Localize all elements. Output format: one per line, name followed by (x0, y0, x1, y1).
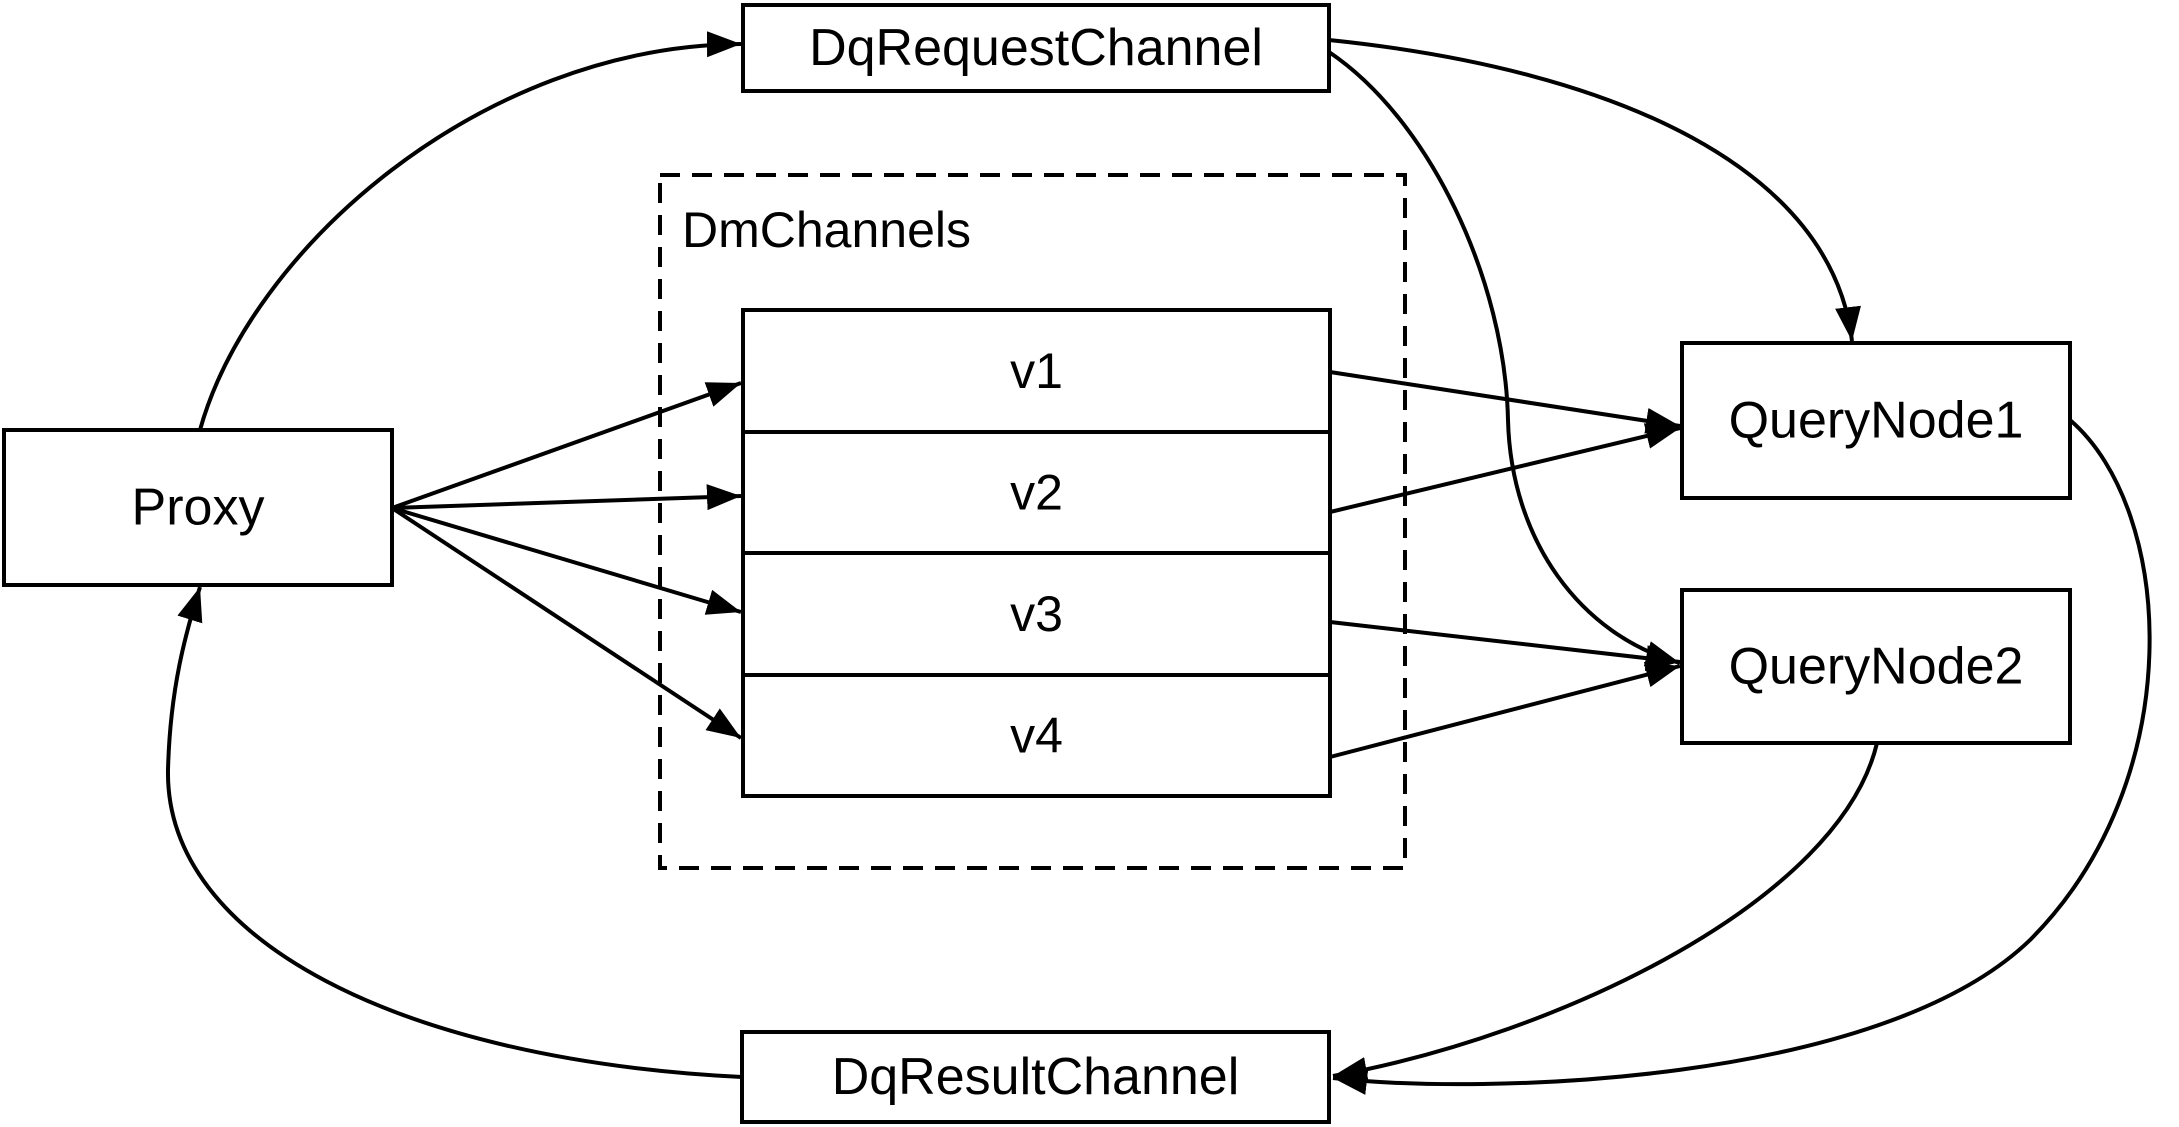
node-dq-request-channel: DqRequestChannel (741, 3, 1331, 93)
proxy-box (2, 428, 394, 587)
v3-box (741, 551, 1332, 677)
v2-box (741, 430, 1332, 555)
node-v4: v4 (741, 673, 1332, 798)
v1-box (741, 308, 1332, 434)
dm-channels-label: DmChannels (682, 202, 971, 258)
v2-label: v2 (1010, 465, 1063, 521)
v3-label: v3 (1010, 586, 1063, 642)
edge-query-node-1-to-dq-result-channel (1332, 418, 2152, 1095)
dq-request-channel-box (741, 3, 1331, 93)
node-dm-channels: DmChannels (658, 173, 1407, 870)
dq-result-channel-label: DqResultChannel (832, 1048, 1240, 1106)
node-query-node-2: QueryNode2 (1680, 588, 2072, 745)
proxy-label: Proxy (132, 479, 265, 537)
query-node-2-box (1680, 588, 2072, 745)
edge-v3-to-query-node-2 (1329, 620, 1681, 672)
node-dq-result-channel: DqResultChannel (740, 1030, 1331, 1124)
node-v3: v3 (741, 551, 1332, 677)
edge-proxy-to-v4 (390, 506, 743, 740)
node-v1: v1 (741, 308, 1332, 434)
dm-channels-dashed-border (658, 173, 1407, 870)
query-node-1-box (1680, 341, 2072, 500)
edge-v1-to-query-node-1 (1329, 370, 1681, 434)
v1-label: v1 (1010, 343, 1063, 399)
query-node-1-label: QueryNode1 (1729, 392, 2024, 450)
edge-proxy-to-dq-request-channel (198, 31, 742, 431)
edge-dq-request-channel-to-query-node-1 (1328, 38, 1861, 342)
edge-v2-to-query-node-1 (1329, 423, 1681, 514)
v4-label: v4 (1010, 708, 1063, 764)
edge-dq-request-channel-to-query-node-2 (1327, 50, 1681, 667)
node-query-node-1: QueryNode1 (1680, 341, 2072, 500)
edge-query-node-2-to-dq-result-channel (1332, 742, 1879, 1083)
edge-proxy-to-v2 (391, 484, 742, 511)
edge-proxy-to-v1 (391, 381, 742, 510)
query-node-2-label: QueryNode2 (1729, 638, 2024, 696)
v4-box (741, 673, 1332, 798)
node-proxy: Proxy (2, 428, 394, 587)
node-v2: v2 (741, 430, 1332, 555)
edge-v4-to-query-node-2 (1329, 661, 1681, 759)
edge-proxy-to-v3 (391, 506, 742, 615)
dq-result-channel-box (740, 1030, 1331, 1124)
edge-dq-result-channel-to-proxy (165, 586, 743, 1079)
dq-request-channel-label: DqRequestChannel (809, 19, 1263, 77)
